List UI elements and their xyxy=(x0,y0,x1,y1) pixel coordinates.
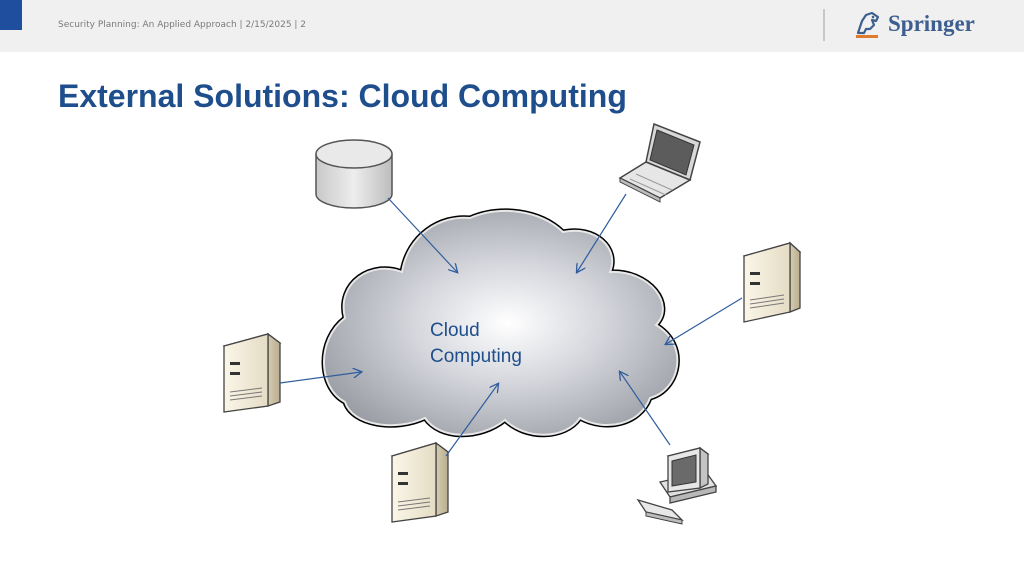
connection-arrows xyxy=(279,193,743,457)
arrow-laptop xyxy=(577,193,627,272)
header-divider xyxy=(823,9,825,41)
arrow-server-right xyxy=(666,297,743,344)
cloud-label: Cloud Computing xyxy=(430,318,522,370)
slide-title: External Solutions: Cloud Computing xyxy=(58,78,627,114)
database-icon xyxy=(315,139,393,209)
arrow-database xyxy=(387,197,457,272)
springer-horse-icon xyxy=(856,11,880,38)
springer-logo-text: Springer xyxy=(888,11,975,36)
header-bar xyxy=(0,0,1024,52)
laptop-icon xyxy=(618,122,701,203)
slide-footer-text: Security Planning: An Applied Approach |… xyxy=(58,20,307,30)
cloud-label-line1: Cloud xyxy=(430,320,480,341)
cloud-shape xyxy=(321,208,680,438)
arrow-desktop xyxy=(620,372,671,446)
server-icon-bottom xyxy=(390,441,450,523)
corner-accent xyxy=(0,0,22,30)
server-icon-left xyxy=(222,332,282,413)
desktop-computer-icon xyxy=(636,446,718,525)
server-icon-right xyxy=(742,241,802,323)
cloud-label-line2: Computing xyxy=(430,346,522,367)
arrow-server-left xyxy=(279,372,361,384)
arrow-server-bottom xyxy=(445,384,498,457)
